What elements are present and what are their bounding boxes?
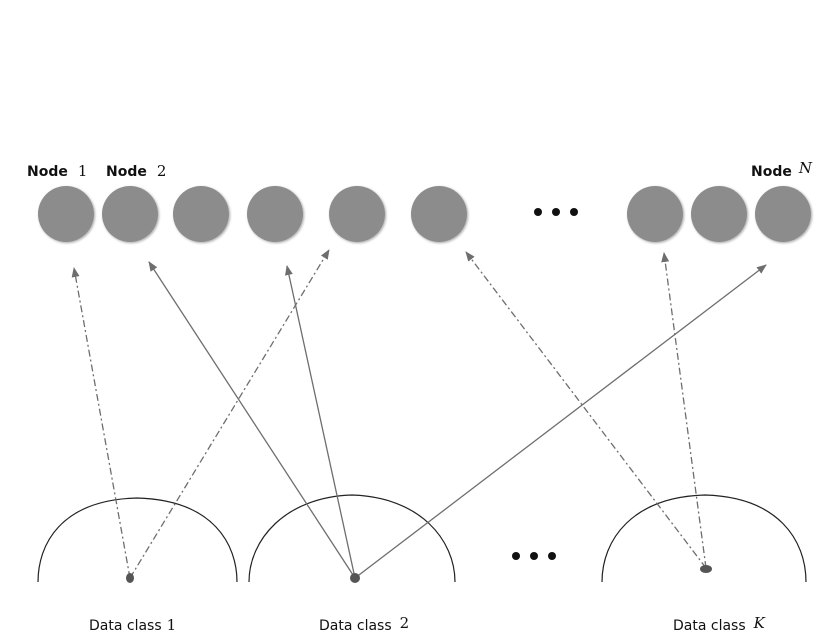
- data-class-1-label: Data class: [89, 618, 162, 634]
- node-2-number: 2: [157, 162, 167, 180]
- data-class-2-label: Data class: [319, 618, 392, 634]
- data-class-1-point: [126, 573, 134, 583]
- node-circle-5: [329, 186, 385, 242]
- node-circle-3: [173, 186, 229, 242]
- arrow-class1-to-node5: [129, 249, 330, 579]
- arrow-class2-to-node2: [148, 261, 356, 579]
- nodes-ellipsis-icon: [534, 208, 578, 216]
- node-circle-n-minus-2: [627, 186, 683, 242]
- node-circle-1: [38, 186, 94, 242]
- arrow-classk-to-node6: [465, 251, 707, 569]
- classes-ellipsis-icon: [512, 552, 556, 560]
- arrow-class1-to-node1: [71, 267, 131, 579]
- node-1-label: Node: [27, 164, 68, 180]
- data-class-2-arc: [248, 494, 456, 583]
- node-1-number: 1: [78, 162, 88, 180]
- svg-text:Node 1: Node 1: [27, 162, 87, 180]
- node-circle-2: [102, 186, 158, 242]
- node-row: [38, 186, 811, 242]
- svg-text:Node N: Node N: [751, 159, 813, 180]
- arrow-class2-to-noden: [354, 264, 767, 579]
- data-class-k-variable: K: [753, 614, 766, 632]
- node-n-label: Node: [751, 164, 792, 180]
- data-class-k-arc: [601, 494, 807, 583]
- node-circle-n: [755, 186, 811, 242]
- data-class-1-arc: [37, 497, 238, 583]
- node-circle-4: [247, 186, 303, 242]
- svg-text:Data class 1: Data class 1: [89, 616, 176, 634]
- node-n-variable: N: [798, 159, 813, 177]
- node-2-label: Node: [106, 164, 147, 180]
- data-class-2-number: 2: [400, 614, 410, 632]
- arrow-class2-to-node4: [285, 265, 356, 579]
- node-circle-6: [411, 186, 467, 242]
- arrow-classk-to-node-n-minus-2: [661, 252, 707, 569]
- data-class-2-point: [350, 573, 360, 583]
- svg-text:Data class K: Data class K: [673, 614, 766, 634]
- node-circle-n-minus-1: [691, 186, 747, 242]
- data-class-k-point: [700, 565, 712, 573]
- data-class-k-label: Data class: [673, 618, 746, 634]
- svg-text:Data class 2: Data class 2: [319, 614, 409, 634]
- data-class-1-number: 1: [167, 616, 177, 634]
- svg-text:Node 2: Node 2: [106, 162, 166, 180]
